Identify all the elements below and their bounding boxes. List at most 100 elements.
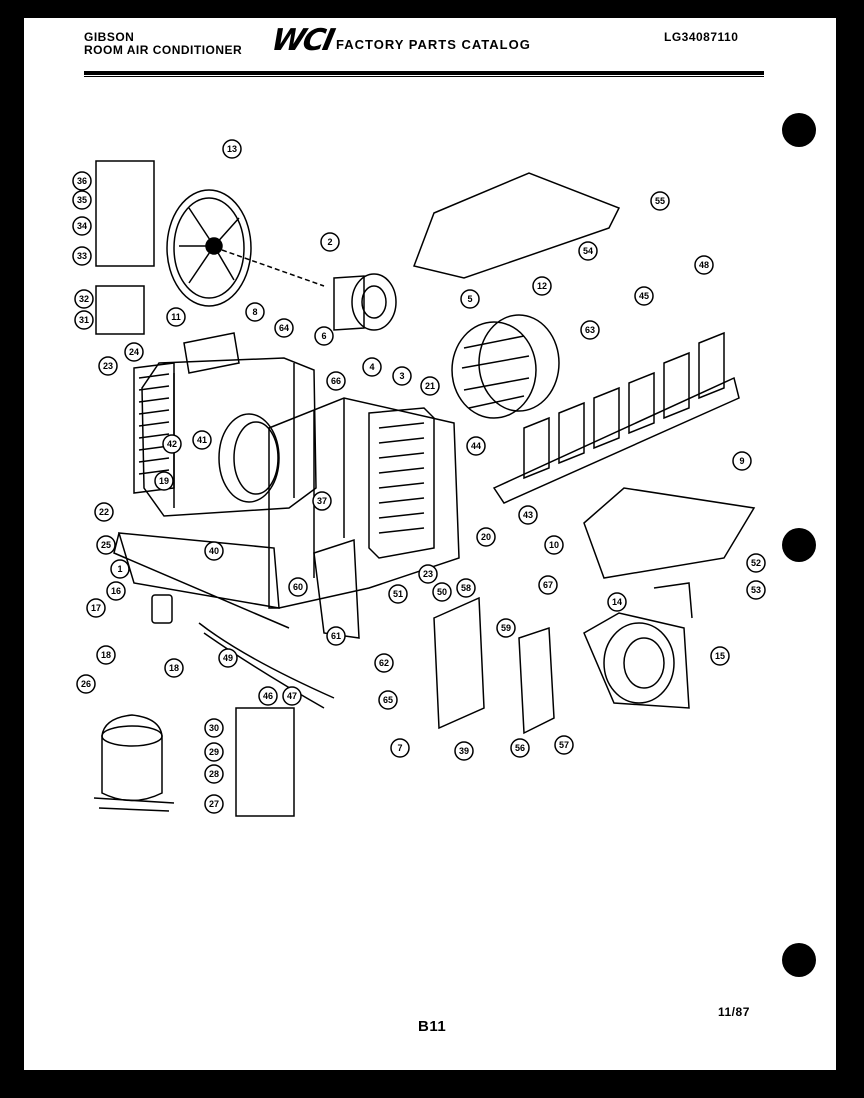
page-number: B11	[418, 1018, 447, 1035]
catalog-title: FACTORY PARTS CATALOG	[336, 37, 531, 52]
callout-23b: 23	[418, 564, 438, 584]
svg-text:27: 27	[209, 799, 219, 809]
parts-inset-box-top	[95, 160, 155, 267]
callout-1: 1	[110, 559, 130, 579]
svg-text:56: 56	[515, 743, 525, 753]
callout-10: 10	[544, 535, 564, 555]
blower-wheel	[451, 321, 537, 419]
callout-5: 5	[460, 289, 480, 309]
svg-text:14: 14	[612, 597, 622, 607]
callout-33: 33	[72, 246, 92, 266]
svg-text:13: 13	[227, 144, 237, 154]
svg-text:1: 1	[117, 564, 122, 574]
svg-text:15: 15	[715, 651, 725, 661]
callout-7: 7	[390, 738, 410, 758]
callout-24: 24	[124, 342, 144, 362]
binder-hole-middle	[782, 528, 816, 562]
callout-66: 66	[326, 371, 346, 391]
callout-54: 54	[578, 241, 598, 261]
callout-13: 13	[222, 139, 242, 159]
callout-26: 26	[76, 674, 96, 694]
callout-3: 3	[392, 366, 412, 386]
svg-text:49: 49	[223, 653, 233, 663]
callout-35: 35	[72, 190, 92, 210]
svg-text:9: 9	[739, 456, 744, 466]
svg-text:5: 5	[467, 294, 472, 304]
svg-text:18: 18	[169, 663, 179, 673]
callout-57: 57	[554, 735, 574, 755]
callout-65: 65	[378, 690, 398, 710]
callout-42: 42	[162, 434, 182, 454]
svg-text:53: 53	[751, 585, 761, 595]
svg-text:4: 4	[369, 362, 374, 372]
svg-text:48: 48	[699, 260, 709, 270]
header-rule	[84, 71, 764, 75]
svg-text:8: 8	[252, 307, 257, 317]
binder-hole-top	[782, 113, 816, 147]
callout-46: 46	[258, 686, 278, 706]
brand-name: GIBSON	[84, 30, 135, 44]
callout-34: 34	[72, 216, 92, 236]
header-rule-thin	[84, 76, 764, 77]
callout-6: 6	[314, 326, 334, 346]
callout-11: 11	[166, 307, 186, 327]
callout-9: 9	[732, 451, 752, 471]
svg-text:41: 41	[197, 435, 207, 445]
callout-39: 39	[454, 741, 474, 761]
svg-text:3: 3	[399, 371, 404, 381]
callout-56: 56	[510, 738, 530, 758]
callout-18b: 18	[164, 658, 184, 678]
parts-inset-box-bottom	[235, 707, 295, 817]
revision-date: 11/87	[718, 1005, 750, 1019]
callout-21: 21	[420, 376, 440, 396]
shroud	[183, 332, 240, 374]
callout-48: 48	[694, 255, 714, 275]
svg-text:36: 36	[77, 176, 87, 186]
callout-53: 53	[746, 580, 766, 600]
callout-4: 4	[362, 357, 382, 377]
catalog-page: GIBSON ROOM AIR CONDITIONER WCI FACTORY …	[24, 18, 836, 1070]
svg-text:26: 26	[81, 679, 91, 689]
control-plate	[518, 626, 555, 735]
callout-labels: 13 36 35 34 33 2 55 54 48 12 5 45 32 31 …	[72, 139, 766, 814]
svg-text:30: 30	[209, 723, 219, 733]
fan-blade	[166, 189, 252, 307]
svg-text:23: 23	[423, 569, 433, 579]
callout-41: 41	[192, 430, 212, 450]
callout-2: 2	[320, 232, 340, 252]
callout-12: 12	[532, 276, 552, 296]
fan-motor	[333, 275, 365, 331]
evaporator-coil	[368, 407, 435, 559]
svg-text:43: 43	[523, 510, 533, 520]
svg-text:66: 66	[331, 376, 341, 386]
callout-27: 27	[204, 794, 224, 814]
callout-50: 50	[432, 582, 452, 602]
svg-text:23: 23	[103, 361, 113, 371]
callout-36: 36	[72, 171, 92, 191]
svg-text:40: 40	[209, 546, 219, 556]
callout-67: 67	[538, 575, 558, 595]
svg-text:35: 35	[77, 195, 87, 205]
svg-text:46: 46	[263, 691, 273, 701]
svg-text:47: 47	[287, 691, 297, 701]
svg-text:67: 67	[543, 580, 553, 590]
svg-text:57: 57	[559, 740, 569, 750]
callout-32: 32	[74, 289, 94, 309]
callout-31: 31	[74, 310, 94, 330]
svg-text:16: 16	[111, 586, 121, 596]
svg-text:50: 50	[437, 587, 447, 597]
svg-text:17: 17	[91, 603, 101, 613]
svg-text:18: 18	[101, 650, 111, 660]
svg-text:20: 20	[481, 532, 491, 542]
callout-51: 51	[388, 584, 408, 604]
callout-30: 30	[204, 718, 224, 738]
callout-15: 15	[710, 646, 730, 666]
svg-text:64: 64	[279, 323, 289, 333]
svg-text:58: 58	[461, 583, 471, 593]
svg-text:11: 11	[171, 312, 181, 322]
svg-text:44: 44	[471, 441, 481, 451]
callout-58: 58	[456, 578, 476, 598]
callout-52: 52	[746, 553, 766, 573]
callout-62: 62	[374, 653, 394, 673]
callout-47: 47	[282, 686, 302, 706]
